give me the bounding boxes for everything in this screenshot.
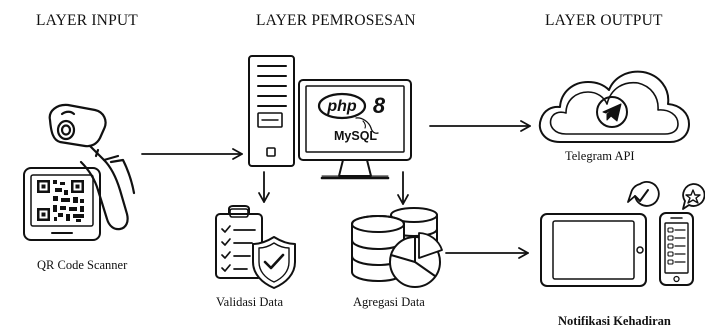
telegram-plane-icon: [596, 96, 628, 128]
caption-aggregation: Agregasi Data: [353, 295, 425, 309]
layer-output-heading: LAYER OUTPUT: [545, 12, 663, 29]
check-bubble-icon: [627, 181, 660, 207]
mysql-logo: MySQL: [334, 117, 379, 143]
caption-qr-scanner: QR Code Scanner: [37, 258, 128, 272]
caption-validation: Validasi Data: [216, 295, 283, 309]
star-bubble-icon: [682, 183, 705, 210]
server-tower-icon: [248, 55, 295, 167]
flow-arrows: [141, 120, 531, 259]
cloud-icon: [539, 70, 690, 143]
mysql-logo-text: MySQL: [334, 129, 377, 143]
shield-check-icon: [252, 236, 296, 289]
layer-input-heading: LAYER INPUT: [36, 12, 138, 29]
php-version-text: 8: [373, 93, 386, 118]
php-logo-text: php: [326, 98, 357, 115]
php-logo: php 8: [317, 92, 386, 120]
tablet-icon: [540, 213, 647, 287]
caption-telegram: Telegram API: [565, 149, 635, 163]
pie-chart-icon: [389, 232, 443, 288]
qr-code-tablet-icon: [23, 167, 101, 241]
caption-notification: Notifikasi Kehadiran: [558, 314, 671, 328]
layer-processing-heading: LAYER PEMROSESAN: [256, 12, 416, 29]
barcode-scanner-icon: [48, 103, 136, 231]
monitor-icon: [298, 79, 412, 180]
smartphone-icon: [659, 212, 694, 286]
